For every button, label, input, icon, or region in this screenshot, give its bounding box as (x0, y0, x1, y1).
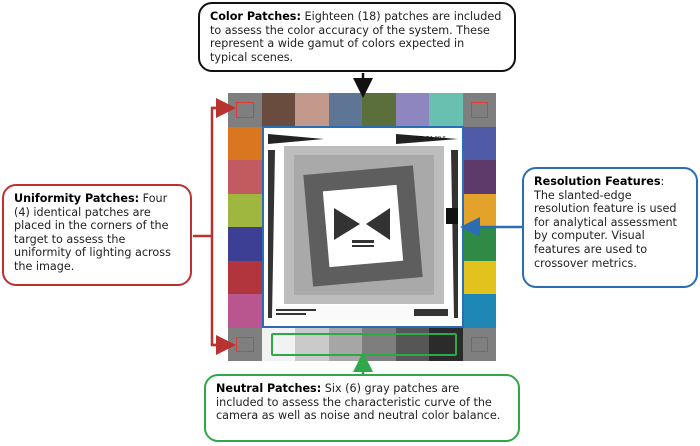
color-patch (228, 193, 262, 227)
color-callout-body: Eighteen (18) patches are included to as… (210, 10, 502, 64)
color-patch (362, 93, 396, 127)
uniformity-bracket (210, 106, 222, 347)
color-patch (228, 260, 262, 294)
color-patch (429, 93, 463, 127)
target-label: IMG-QA-90-5 (414, 136, 446, 142)
uniformity-callout-body: Four (4) identical patches are placed in… (14, 192, 171, 273)
uniformity-patches-callout: Uniformity Patches: Four (4) identical p… (2, 184, 192, 286)
resolution-features-callout: Resolution Features: The slanted-edge re… (522, 167, 698, 288)
color-patch (462, 260, 496, 294)
uniformity-marker (236, 102, 254, 118)
color-patch (462, 294, 496, 328)
color-patch (228, 126, 262, 160)
color-patch (462, 126, 496, 160)
color-patch (328, 93, 362, 127)
uniformity-marker (470, 336, 488, 352)
uniformity-marker (470, 102, 488, 118)
color-patch (395, 93, 429, 127)
neutral-callout-body: Six (6) gray patches are included to ass… (216, 382, 501, 423)
color-patch (295, 93, 329, 127)
neutral-callout-title: Neutral Patches: (216, 382, 322, 395)
resolution-callout-title: Resolution Features (534, 175, 661, 188)
uniformity-marker (236, 336, 254, 352)
resolution-callout-colon: : (660, 175, 665, 188)
resolution-callout-body: The slanted-edge resolution feature is u… (534, 188, 677, 270)
color-patch (228, 294, 262, 328)
color-patch (228, 227, 262, 261)
color-patch (228, 160, 262, 194)
resolution-feature-graphic: IMG-QA-90-5 (268, 132, 458, 320)
uniformity-callout-title: Uniformity Patches: (14, 192, 140, 205)
resolution-feature-area: IMG-QA-90-5 (262, 126, 464, 328)
color-patches-callout: Color Patches: Eighteen (18) patches are… (198, 2, 516, 72)
neutral-patches-callout: Neutral Patches: Six (6) gray patches ar… (204, 374, 520, 442)
uniformity-patch (462, 327, 496, 361)
uniformity-patch (462, 93, 496, 127)
color-patch (261, 93, 295, 127)
color-patch (462, 160, 496, 194)
color-callout-title: Color Patches: (210, 10, 301, 23)
